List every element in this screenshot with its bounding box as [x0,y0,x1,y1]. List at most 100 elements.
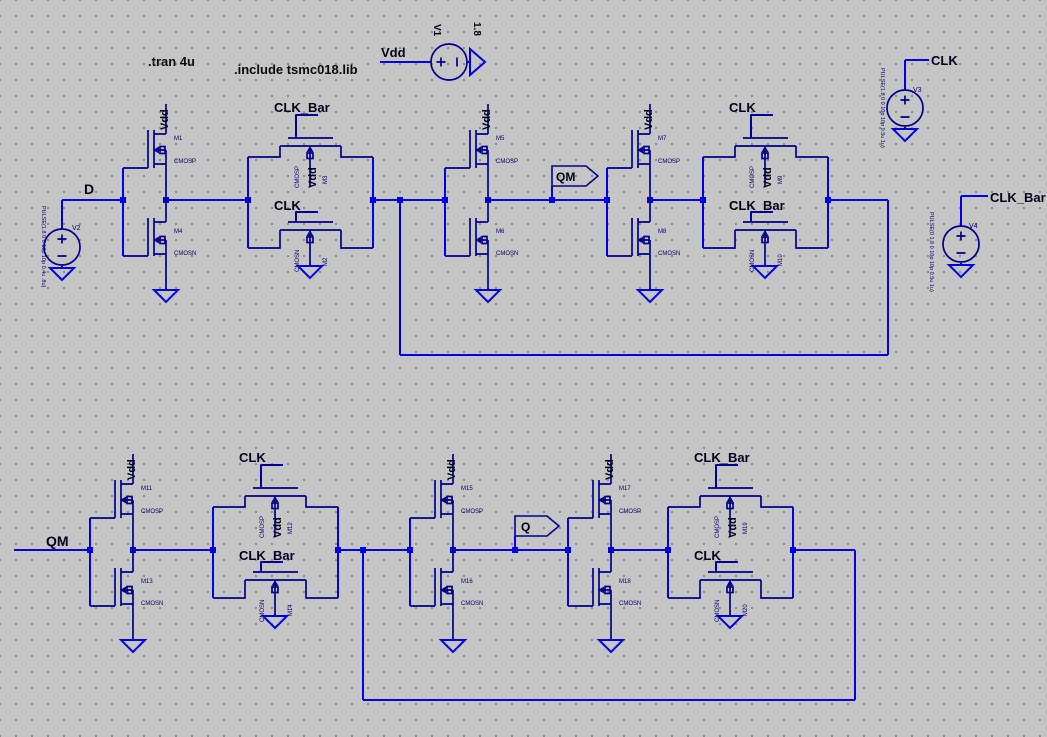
inverter-6[interactable] [567,453,624,653]
nmos-M2[interactable] [247,211,374,265]
tgate-3[interactable] [212,464,339,629]
mosfet-model: CMOSN [141,601,163,607]
mosfet-name: M10 [778,254,784,266]
net-label-vdd[interactable]: Vdd [727,517,739,538]
port-flag-qm[interactable]: QM [551,165,600,187]
ground-symbol [262,613,288,629]
inverter-3[interactable] [606,103,663,303]
nmos-M14[interactable] [212,561,339,615]
nmos-M13[interactable] [89,549,134,639]
tgate-4[interactable] [667,464,794,629]
mosfet-name: M7 [658,136,667,142]
mosfet-model: CMOSP [260,516,266,538]
spice-directive-include[interactable]: .include tsmc018.lib [234,62,358,77]
mosfet-model: CMOSN [174,251,196,257]
mosfet-name: M19 [743,522,749,534]
net-label-vdd[interactable]: Vdd [159,109,171,130]
nmos-M20[interactable] [667,561,794,615]
tg-top-gate-label[interactable]: CLK [239,450,266,465]
tg-bottom-gate-label[interactable]: CLK_Bar [729,198,785,213]
mosfet-model: CMOSN [260,600,266,622]
mosfet-name: M6 [496,229,505,235]
ground-symbol [752,263,778,279]
mosfet-model: CMOSP [295,166,301,188]
tg-top-gate-label[interactable]: CLK_Bar [694,450,750,465]
net-label-vdd-v1[interactable]: Vdd [381,45,406,60]
ground-symbol [717,613,743,629]
net-label-qm[interactable]: QM [46,533,69,549]
mosfet-name: M16 [461,579,473,585]
nmos-M10[interactable] [702,211,829,265]
net-label-vdd[interactable]: Vdd [126,459,138,480]
source-name-v3: V3 [913,87,922,94]
net-label-clk-v3[interactable]: CLK [931,53,958,68]
mosfet-name: M5 [496,136,505,142]
nmos-M16[interactable] [409,549,454,639]
inverter-1[interactable] [122,103,179,303]
net-label-vdd[interactable]: Vdd [481,109,493,130]
mosfet-model: CMOSP [619,509,641,515]
tg-bottom-gate-label[interactable]: CLK_Bar [239,548,295,563]
mosfet-model: CMOSN [750,250,756,272]
nmos-M18[interactable] [567,549,612,639]
mosfet-name: M13 [141,579,153,585]
tg-top-gate-label[interactable]: CLK [729,100,756,115]
mosfet-model: CMOSN [715,600,721,622]
port-flag-q-label: Q [521,520,530,534]
nmos-M4[interactable] [122,199,167,289]
inverter-2[interactable] [444,103,501,303]
voltage-source-v1[interactable] [430,43,486,81]
spice-directive-tran[interactable]: .tran 4u [148,54,195,69]
ground-symbol [892,126,918,142]
source-name-v1: V1 [431,24,442,37]
mosfet-model: CMOSN [461,601,483,607]
mosfet-model: CMOSN [658,251,680,257]
net-label-vdd[interactable]: Vdd [272,517,284,538]
mosfet-name: M20 [743,604,749,616]
voltage-source-v3[interactable] [886,89,924,142]
mosfet-name: M1 [174,136,183,142]
mosfet-name: M2 [323,257,329,266]
net-label-vdd[interactable]: Vdd [446,459,458,480]
net-label-vdd[interactable]: Vdd [762,167,774,188]
source-name-v4: V4 [969,223,978,230]
port-flag-qm-label: QM [556,170,575,184]
mosfet-model: CMOSN [496,251,518,257]
net-label-clkbar-v4[interactable]: CLK_Bar [990,190,1046,205]
inverter-4[interactable] [89,453,146,653]
inverter-5[interactable] [409,453,466,653]
ground-symbol [466,48,486,76]
nmos-M6[interactable] [444,199,489,289]
net-label-d[interactable]: D [84,181,94,197]
wire-junctions [87,197,831,553]
mosfet-name: M17 [619,486,631,492]
tgate-2[interactable] [702,114,829,279]
ground-symbol [598,637,624,653]
net-label-vdd[interactable]: Vdd [643,109,655,130]
tgate-1[interactable] [247,114,374,279]
mosfet-name: M11 [141,486,153,492]
mosfet-model: CMOSN [295,250,301,272]
voltage-source-v2[interactable] [43,228,81,281]
tg-top-gate-label[interactable]: CLK_Bar [274,100,330,115]
source-value-v3: PULSE(1.8 0 0 10p 10p 0.5u 1u) [879,68,885,148]
mosfet-model: CMOSP [141,509,163,515]
mosfet-model: CMOSP [658,159,680,165]
source-value-v4: PULSE(0 1.8 0 10p 10p 0.5u 1u) [928,212,934,292]
mosfet-model: CMOSP [750,166,756,188]
ground-symbol [49,265,75,281]
net-label-vdd[interactable]: Vdd [307,167,319,188]
tg-bottom-gate-label[interactable]: CLK [274,198,301,213]
port-flag-q[interactable]: Q [514,515,561,537]
ground-symbol [120,637,146,653]
tg-bottom-gate-label[interactable]: CLK [694,548,721,563]
nmos-M8[interactable] [606,199,651,289]
ground-symbol [475,287,501,303]
wires[interactable] [14,59,988,701]
mosfet-name: M12 [288,522,294,534]
voltage-source-v4[interactable] [942,225,980,278]
ground-symbol [297,263,323,279]
net-label-vdd[interactable]: Vdd [604,459,616,480]
